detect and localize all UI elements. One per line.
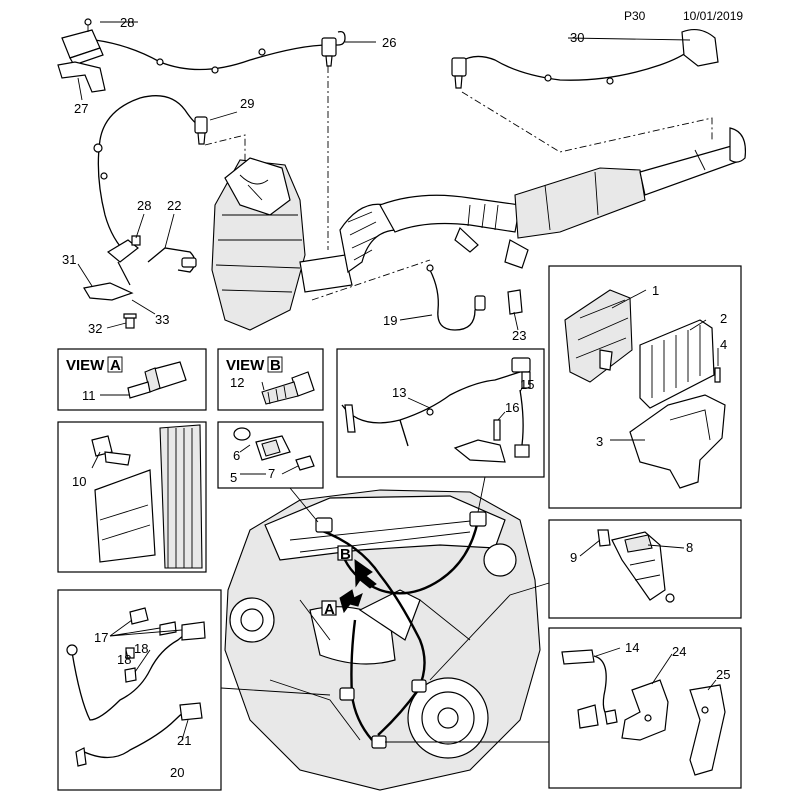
callout-1: 1 [652,283,659,298]
callout-27: 27 [74,101,88,116]
callout-7: 7 [268,466,275,481]
view-b-word: VIEW [226,357,265,374]
callout-20: 20 [170,765,184,780]
callout-4: 4 [720,337,727,352]
callout-33: 33 [155,312,169,327]
callout-13: 13 [392,385,406,400]
page-code: P30 [624,9,646,23]
callout-31: 31 [62,252,76,267]
sensor-12 [261,371,315,405]
view-a-box [57,348,207,411]
callout-9: 9 [570,550,577,565]
harness-13-box [336,348,545,478]
callout-32: 32 [88,321,102,336]
callout-10: 10 [72,474,86,489]
coolant-temp-sensor-11 [127,361,187,399]
view-b-marker-letter: B [340,546,351,563]
sensor-19-bracket-23 [426,264,523,331]
callout-22: 22 [167,198,181,213]
callout-16: 16 [505,400,519,415]
callout-23: 23 [512,328,526,343]
callout-19: 19 [383,313,397,328]
sensor-harness-30 [451,28,719,89]
diagram-date: 10/01/2019 [683,9,743,23]
callout-5: 5 [230,470,237,485]
callout-12: 12 [230,375,244,390]
callout-28-mid: 28 [137,198,151,213]
callout-18-right: 18 [134,641,148,656]
callout-2: 2 [720,311,727,326]
view-a-marker-letter: A [324,601,335,618]
callout-3: 3 [596,434,603,449]
callout-21: 21 [177,733,191,748]
nox-module-27-28 [57,18,106,93]
callout-26: 26 [382,35,396,50]
callout-24: 24 [672,644,686,659]
sensor-14-brackets-illustration [561,649,726,776]
callout-15: 15 [520,377,534,392]
engine-assembly-illustration [224,489,541,791]
callout-25: 25 [716,667,730,682]
callout-11: 11 [82,388,96,403]
view-a-letter: A [110,357,121,374]
view-b-letter: B [270,357,281,374]
callout-28-top: 28 [120,15,134,30]
sensor-harness-29 [93,95,208,256]
sensor-harness-26 [94,30,346,74]
bracket-parts-22-28-31-33 [83,235,197,329]
view-a-marker: A [321,589,363,618]
callout-29: 29 [240,96,254,111]
callout-14: 14 [625,640,639,655]
callout-30: 30 [570,30,584,45]
sensor-6-7-illustration [233,427,315,471]
sensor-8-9-illustration [597,529,675,603]
sensor-10-illustration [91,424,203,569]
view-a-word: VIEW [66,357,105,374]
callout-18-left: 18 [117,652,131,667]
callout-17: 17 [94,630,108,645]
exhaust-system-illustration [211,127,747,331]
callout-6: 6 [233,448,240,463]
view-b-marker: B [337,545,377,589]
callout-8: 8 [686,540,693,555]
ecu-parts-illustration [564,289,726,489]
harness-13-illustration [341,357,531,463]
